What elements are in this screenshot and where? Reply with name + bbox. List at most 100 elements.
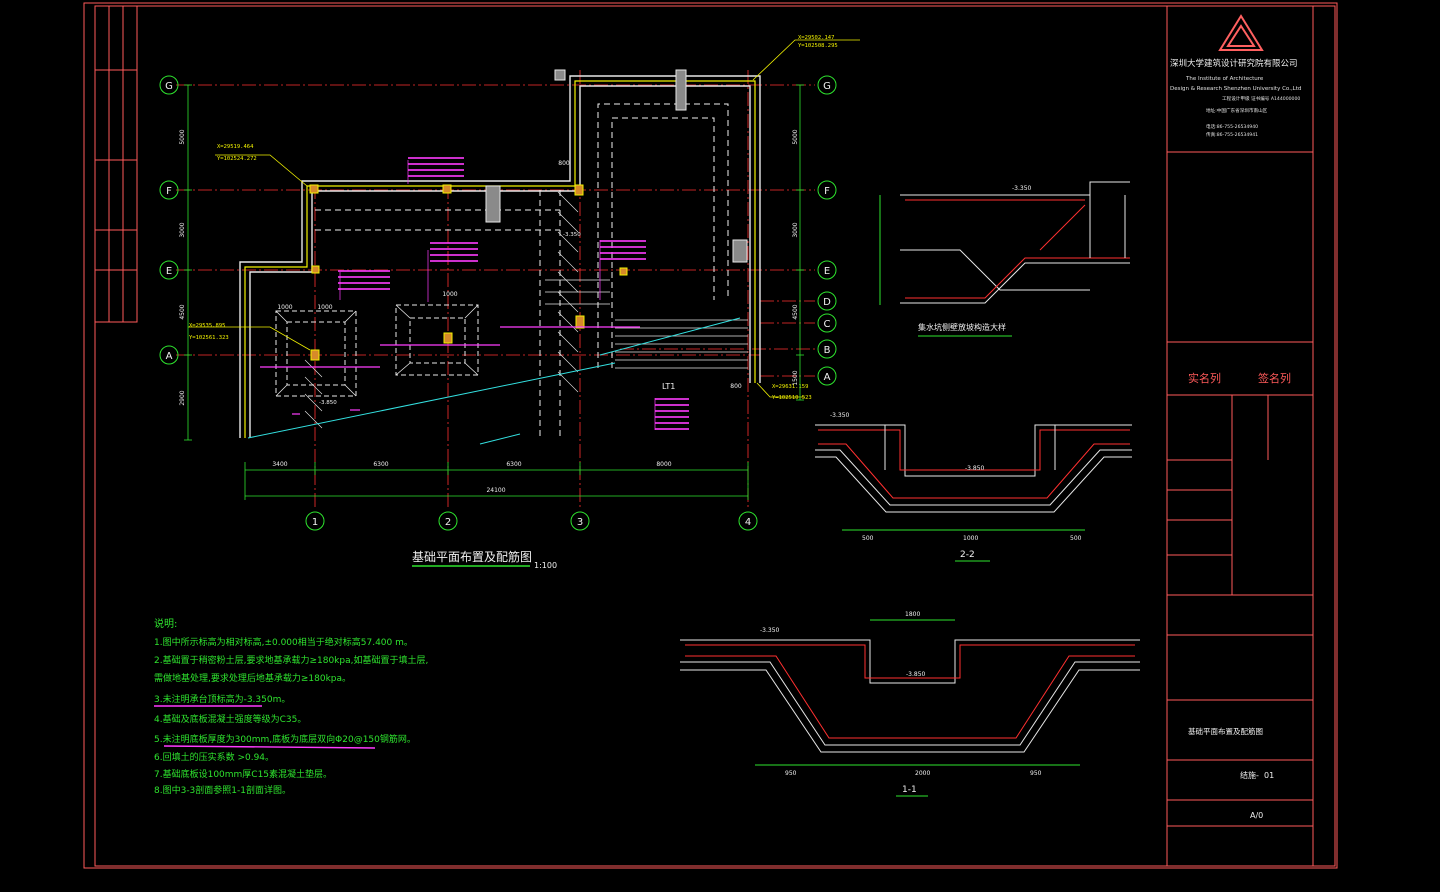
axis-label-left: A (166, 351, 173, 362)
axis-label-bottom: 3 (577, 517, 583, 528)
sec11-elev-a: -3.350 (760, 627, 780, 634)
coord-3-x: X=29535.895 (189, 323, 225, 329)
sheet-title: 基础平面布置及配筋图 (1188, 726, 1263, 736)
name-column: 实名列 (1188, 371, 1221, 385)
dimension-text: 3400 6300 6300 8000 24100 5000 3000 4500… (179, 129, 799, 494)
leader-lines (188, 39, 860, 398)
note-line: 2.基础置于稍密粉土层,要求地基承载力≥180kpa,如基础置于填土层, (154, 654, 428, 666)
cap-diagonals (275, 304, 479, 397)
note-line: 6.回填土的压实系数 >0.94。 (154, 751, 274, 763)
pilasters (485, 69, 748, 263)
coord-1-y: Y=102508.295 (798, 43, 838, 49)
dim-bottom: 6300 (373, 461, 388, 468)
dim-upper: 1000 (442, 291, 457, 298)
dim-right: 5000 (792, 129, 799, 144)
axis-label-right: B (824, 345, 831, 356)
axis-label-right: F (824, 186, 830, 197)
axis-label-bottom: 4 (745, 517, 751, 528)
dim-upper: 800 (730, 383, 742, 390)
sec22-dim: 1000 (963, 535, 978, 542)
axis-label-bottom: 1 (312, 517, 318, 528)
dim-left: 2900 (179, 390, 186, 405)
sec11-dim: 2000 (915, 770, 930, 777)
coord-2-y: Y=102524.272 (217, 156, 257, 162)
axis-label-right: E (824, 266, 830, 277)
sec22-dim: 500 (862, 535, 874, 542)
axis-label-left: F (166, 186, 172, 197)
detail-elevation: -3.350 (1012, 185, 1032, 192)
elevation-label: -3.850 (319, 400, 337, 406)
dim-left: 5000 (179, 129, 186, 144)
axis-label-right: A (824, 372, 831, 383)
sec22-elev-a: -3.350 (830, 412, 850, 419)
sec11-title: 1-1 (902, 785, 917, 795)
sheet-number-label: 结施- (1240, 770, 1259, 780)
note-highlights (154, 705, 376, 749)
dim-left: 4500 (179, 304, 186, 319)
stair-treads (545, 279, 748, 369)
plan-labels: LT1 -3.350 -3.850 (319, 232, 675, 406)
coord-3-y: Y=102561.323 (189, 335, 229, 341)
dim-right: 4500 (792, 304, 799, 319)
dim-upper: 1000 (277, 304, 292, 311)
dim-upper: 800 (558, 160, 570, 167)
note-line: 1.图中所示标高为相对标高,±0.000相当于绝对标高57.400 m。 (154, 636, 413, 648)
company-name-en2: Design & Research Shenzhen University Co… (1170, 86, 1301, 92)
section-1-1: 1800 -3.350 -3.850 950 2000 950 1-1 (680, 611, 1140, 797)
dim-right: 1500 (792, 370, 799, 385)
company-logo (1218, 14, 1264, 51)
axis-label-right: G (823, 81, 831, 92)
tel: 电话:86-755-26534940 (1206, 123, 1258, 130)
dim-total: 24100 (486, 487, 505, 494)
detail-caption: 集水坑侧壁放坡构造大样 (918, 322, 1006, 332)
certificate: 工程设计甲级 证书编号 A144000000 (1222, 95, 1300, 102)
dimension-lines (184, 84, 804, 500)
section-2-2: -3.350 -3.850 500 1000 500 2-2 (815, 412, 1132, 562)
plan-title: 基础平面布置及配筋图 (412, 549, 532, 564)
axis-label-left: E (166, 266, 172, 277)
note-line: 需做地基处理,要求处理后地基承载力≥180kpa。 (154, 672, 351, 684)
axis-label-bottom: 2 (445, 517, 451, 528)
sec11-dim: 950 (785, 770, 797, 777)
dim-upper: 1000 (317, 304, 332, 311)
dim-bottom: 8000 (656, 461, 671, 468)
section-hatch (304, 191, 579, 429)
sec11-dim-top: 1800 (905, 611, 920, 618)
company-name: 深圳大学建筑设计研究院有限公司 (1170, 58, 1298, 69)
address: 地址:中国广东省深圳市南山区 (1206, 107, 1268, 114)
site-boundary (247, 317, 741, 445)
drawing-frame (83, 2, 1338, 869)
dim-bottom: 6300 (506, 461, 521, 468)
sheet-size: A/0 (1250, 811, 1263, 820)
dim-left: 3000 (179, 222, 186, 237)
columns (309, 184, 628, 361)
rebar-text-blocks (338, 157, 689, 430)
sec22-elev-b: -3.850 (965, 465, 985, 472)
grid-bubbles (159, 75, 837, 531)
coord-2-x: X=29519.464 (217, 144, 254, 150)
coord-4-x: X=29631.159 (772, 384, 808, 390)
dim-bottom: 3400 (272, 461, 287, 468)
fax: 传真:86-755-26534941 (1206, 131, 1258, 138)
grid-labels: G F E A G F E D C B A 1 2 3 4 (165, 81, 831, 528)
plan-scale: 1:100 (534, 561, 557, 570)
note-line: 5.未注明底板厚度为300mm,底板为底层双向Φ20@150钢筋网。 (154, 733, 416, 745)
sheet-number: 01 (1264, 771, 1274, 780)
sec11-dim: 950 (1030, 770, 1042, 777)
sign-column: 签名列 (1258, 371, 1291, 385)
notes-heading: 说明: (154, 617, 177, 630)
note-line: 3.未注明承台顶标高为-3.350m。 (154, 693, 290, 705)
axis-label-right: C (824, 319, 831, 330)
general-notes: 说明: 1.图中所示标高为相对标高,±0.000相当于绝对标高57.400 m。… (154, 617, 428, 796)
pile-caps (275, 304, 479, 397)
axis-label-left: G (165, 81, 173, 92)
stair-label: LT1 (662, 382, 675, 391)
sec22-title: 2-2 (960, 550, 975, 560)
coord-4-y: Y=102510.523 (772, 395, 812, 401)
rebar-callouts (339, 160, 656, 430)
section-cut-marks (260, 326, 640, 415)
elevation-label: -3.350 (563, 232, 581, 238)
grid-lines (176, 70, 815, 508)
coordinates: X=29502.147 Y=102508.295 X=29519.464 Y=1… (189, 35, 838, 401)
